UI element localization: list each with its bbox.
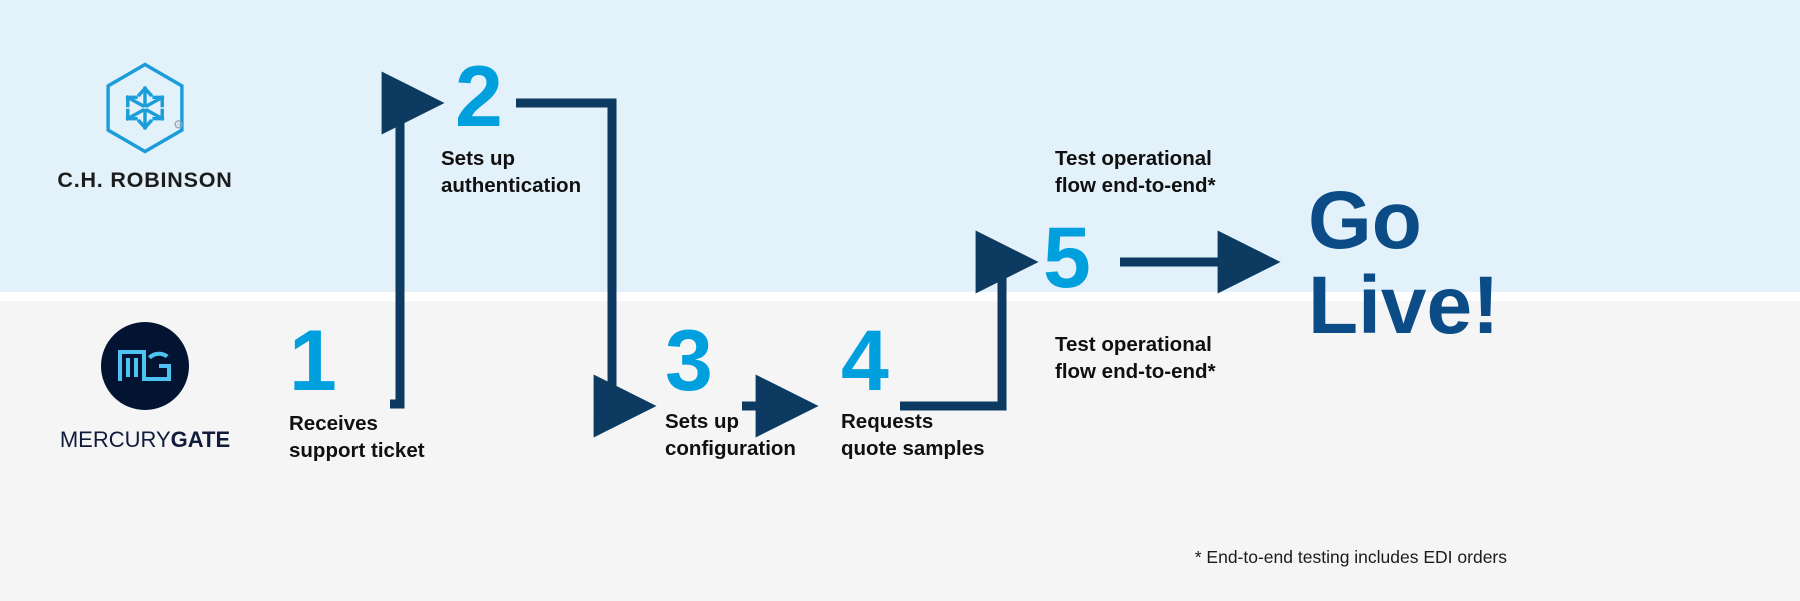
mercurygate-wordmark: MERCURYGATE: [55, 427, 235, 453]
mercurygate-wordmark-light: MERCURY: [59, 427, 171, 452]
svg-text:R: R: [177, 122, 180, 127]
mercurygate-wordmark-bold: GATE: [170, 427, 231, 452]
mercurygate-logo: MERCURYGATE: [55, 322, 235, 453]
step-4-label: Requests quote samples: [841, 410, 985, 461]
step-4-number: 4: [841, 313, 889, 409]
step-1-number: 1: [289, 313, 337, 409]
top-band-chrobinson-lane: [0, 0, 1800, 292]
step-3-label: Sets up configuration: [665, 410, 796, 461]
step-3-number: 3: [665, 313, 713, 409]
footnote-text: * End-to-end testing includes EDI orders: [1194, 547, 1507, 567]
step-2-label: Sets up authentication: [441, 147, 582, 198]
step-5-label-bottom: Test operational flow end-to-end*: [1055, 333, 1216, 384]
step-5-number: 5: [1043, 210, 1091, 306]
mercurygate-badge: [101, 322, 189, 410]
step-2-number: 2: [455, 49, 503, 145]
step-5-label-top: Test operational flow end-to-end*: [1055, 147, 1216, 198]
go-live-text: Go Live!: [1308, 175, 1500, 352]
mg-monogram-icon: [118, 350, 171, 381]
chrobinson-logo: R C.H. ROBINSON: [55, 62, 235, 193]
chrobinson-wordmark: C.H. ROBINSON: [57, 168, 233, 192]
step-1-label: Receives support ticket: [289, 412, 425, 463]
cube-hexagon-icon: R: [106, 62, 184, 154]
